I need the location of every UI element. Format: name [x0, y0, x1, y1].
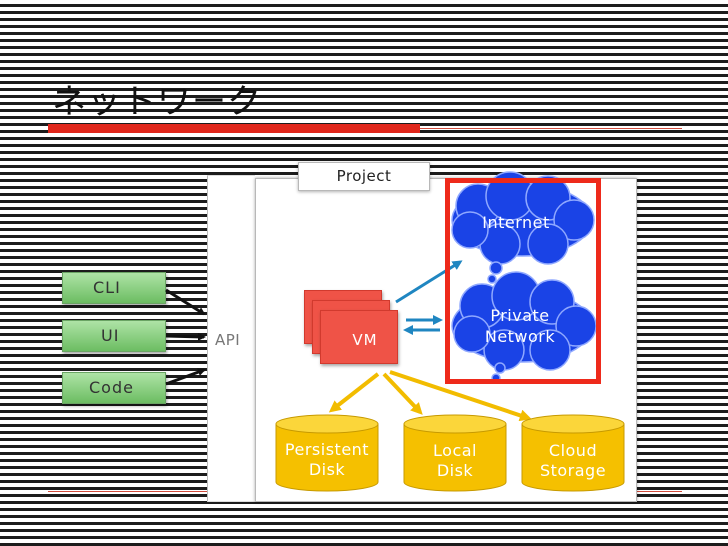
client-cli-label: CLI: [93, 278, 121, 297]
persistent-disk-label: Persistent Disk: [276, 440, 378, 480]
cloud-storage-label: Cloud Storage: [522, 441, 624, 481]
arrow-code-to-api: [165, 368, 206, 386]
cloud-storage-label-line1: Cloud: [548, 441, 598, 460]
vm-card: [320, 310, 398, 364]
project-tab-label: Project: [298, 162, 430, 191]
api-label: API: [215, 331, 241, 349]
cloud-storage-label-line2: Storage: [539, 461, 607, 480]
cloud-storage-cylinder-icon: [521, 414, 625, 492]
network-highlight-box: [445, 178, 601, 384]
private-network-cloud-icon: [451, 271, 597, 383]
client-ui-box: UI: [62, 320, 166, 352]
persistent-disk-cylinder-icon: [275, 414, 379, 492]
arrow-vm-to-persistent-disk: [328, 372, 380, 413]
client-code-label: Code: [89, 378, 134, 397]
api-layer: [207, 175, 255, 502]
vm-label: VM: [352, 331, 378, 349]
client-cli-box: CLI: [62, 272, 166, 304]
local-disk-label: Local Disk: [404, 441, 506, 481]
private-network-label-line2: Network: [484, 327, 556, 346]
local-disk-label-line2: Disk: [436, 461, 474, 480]
internet-label: Internet: [482, 213, 550, 232]
title-divider-line: [420, 128, 682, 129]
vm-stack: VM: [304, 290, 404, 370]
local-disk-cylinder-icon: [403, 414, 507, 492]
local-disk-label-line1: Local: [433, 441, 477, 460]
arrow-ui-to-api: [165, 332, 206, 341]
arrow-cli-to-api: [165, 288, 206, 316]
client-ui-label: UI: [101, 326, 120, 345]
private-network-label: Private Network: [470, 305, 570, 347]
arrow-vm-to-cloud-storage: [389, 370, 532, 422]
private-network-label-line1: Private: [490, 306, 550, 325]
persistent-disk-label-line2: Disk: [308, 460, 346, 479]
client-code-box: Code: [62, 372, 166, 404]
persistent-disk-label-line1: Persistent: [284, 440, 370, 459]
slide-title: ネットワーク: [52, 82, 262, 122]
arrow-vm-to-local-disk: [382, 372, 423, 415]
title-accent-bar: [48, 124, 420, 133]
internet-cloud-icon: [451, 171, 595, 284]
